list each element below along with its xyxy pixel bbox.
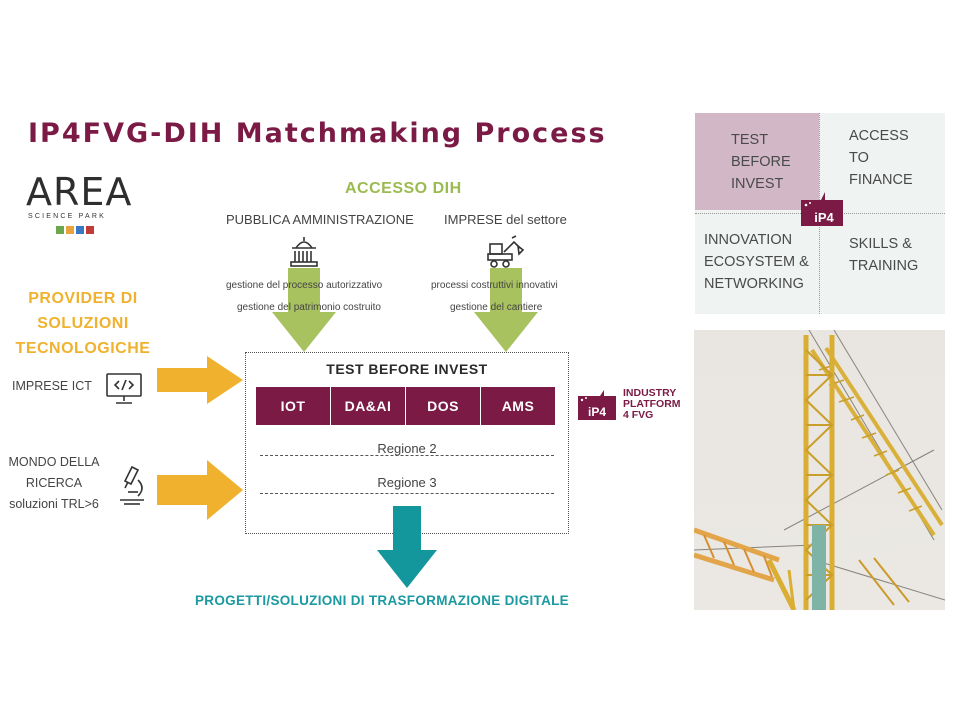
mondo-ricerca-line: soluzioni TRL>6 [9,497,99,511]
services-ip4-text: iP4 [814,210,834,225]
imprese-ict-label: IMPRESE ICT [12,379,92,393]
service-skills-training: SKILLS & TRAINING [849,233,918,277]
tbi-cell-ams: AMS [501,398,535,414]
regione-3-divider [260,493,554,494]
mondo-ricerca-line: RICERCA [25,476,83,490]
regione-2-divider [260,455,554,456]
industry-platform-line: PLATFORM [623,398,681,410]
progetti-soluzioni-label: PROGETTI/SOLUZIONI DI TRASFORMAZIONE DIG… [195,593,569,608]
service-line: FINANCE [849,172,913,188]
tbi-cell-dos: DOS [406,387,481,425]
government-building-icon [290,237,318,267]
construction-vehicle-icon [487,235,525,268]
imprese-line-2: gestione del cantiere [450,302,543,313]
imprese-settore-label: IMPRESE del settore [444,212,567,227]
pubblica-amministrazione-label: PUBBLICA AMMINISTRAZIONE [226,212,414,227]
area-science-park-logo: AREA SCIENCE PARK [22,172,134,242]
tbi-cell-da-ai: DA&AI [331,387,406,425]
provider-heading-line: TECNOLOGICHE [15,340,151,357]
provider-heading-line: PROVIDER DI [28,290,138,307]
service-line: NETWORKING [704,276,804,292]
mondo-ricerca-line: MONDO DELLA [8,455,100,469]
logo-square [86,226,94,234]
service-line: SKILLS & [849,236,912,252]
service-line: TRAINING [849,258,919,274]
service-test-before-invest: TEST BEFORE INVEST [731,129,791,195]
green-down-arrow-left [272,268,336,352]
services-ip4-badge: iP4 [801,192,843,226]
logo-subtitle: SCIENCE PARK [28,213,107,220]
imprese-line-1: processi costruttivi innovativi [431,280,558,291]
tbi-cell-iot: IOT [256,387,331,425]
industry-platform-line: 4 FVG [623,409,654,421]
services-tbi-highlight [695,113,819,210]
industry-platform-line: INDUSTRY [623,387,677,399]
logo-wordmark: AREA [26,170,133,214]
service-line: ECOSYSTEM & [704,254,809,270]
green-down-arrow-right [474,268,538,352]
provider-heading-line: SOLUZIONI [37,315,129,332]
construction-crane-image [694,330,945,610]
test-before-invest-title: TEST BEFORE INVEST [326,361,488,377]
service-line: ACCESS [849,128,909,144]
industry-platform-label: INDUSTRY PLATFORM 4 FVG [623,388,681,421]
teal-down-arrow [377,506,437,588]
tbi-category-bar: IOT DA&AI DOS AMS [256,387,555,425]
pa-line-2: gestione del patrimonio costruito [237,302,381,313]
ip4-badge-text: iP4 [588,405,606,419]
regione-2-label: Regione 2 [377,441,437,456]
pa-line-1: gestione del processo autorizzativo [226,280,383,291]
code-monitor-icon [106,373,142,404]
service-innovation-ecosystem: INNOVATION ECOSYSTEM & NETWORKING [704,229,809,295]
service-line: INVEST [731,176,784,192]
service-line: TO [849,150,869,166]
logo-color-squares [56,226,94,234]
service-line: TEST [731,132,769,148]
logo-square [66,226,74,234]
ip4-badge-icon: iP4 [578,390,616,420]
accesso-dih-heading: ACCESSO DIH [345,180,462,197]
services-grid: TEST BEFORE INVEST ACCESS TO FINANCE INN… [695,113,945,314]
service-line: BEFORE [731,154,791,170]
logo-square [76,226,84,234]
page-title: IP4FVG-DIH Matchmaking Process [28,118,607,149]
microscope-icon [120,465,144,505]
service-line: INNOVATION [704,232,793,248]
logo-square [56,226,64,234]
yellow-right-arrow-ict [157,356,243,404]
mondo-ricerca-label: MONDO DELLA RICERCA soluzioni TRL>6 [4,452,104,515]
provider-heading: PROVIDER DI SOLUZIONI TECNOLOGICHE [8,286,158,361]
service-access-to-finance: ACCESS TO FINANCE [849,125,913,191]
regione-3-label: Regione 3 [377,475,437,490]
yellow-right-arrow-research [157,460,243,520]
